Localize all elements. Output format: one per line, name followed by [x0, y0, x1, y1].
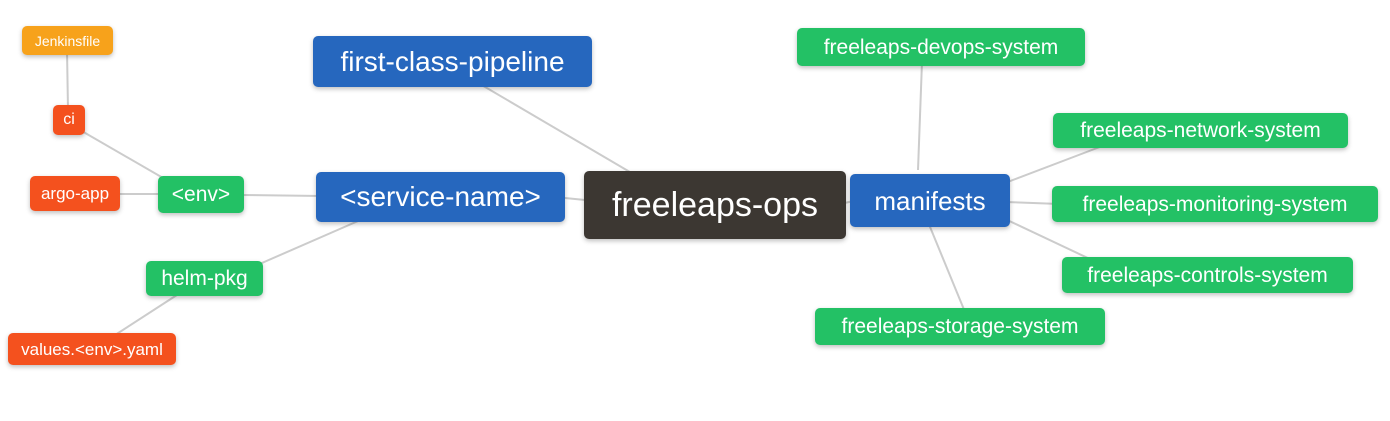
edge-manifests-monitoring-system: [1004, 201, 1061, 205]
node-helm-pkg[interactable]: helm-pkg: [146, 261, 263, 296]
node-freeleaps-controls-system[interactable]: freeleaps-controls-system: [1062, 257, 1353, 293]
edge-ci-env: [79, 129, 171, 183]
node-freeleaps-monitoring-system[interactable]: freeleaps-monitoring-system: [1052, 186, 1378, 222]
edge-manifests-devops-system: [917, 61, 923, 171]
node-service-name[interactable]: <service-name>: [316, 172, 565, 222]
edge-helm-pkg-service-name: [254, 217, 366, 267]
node-freeleaps-devops-system[interactable]: freeleaps-devops-system: [797, 28, 1085, 66]
node-values-env-yaml[interactable]: values.<env>.yaml: [8, 333, 176, 365]
edge-jenkinsfile-ci: [66, 49, 69, 111]
node-first-class-pipeline[interactable]: first-class-pipeline: [313, 36, 592, 87]
node-freeleaps-network-system[interactable]: freeleaps-network-system: [1053, 113, 1348, 148]
node-root-freeleaps-ops[interactable]: freeleaps-ops: [584, 171, 846, 239]
edge-values-helm-pkg: [111, 292, 181, 338]
edge-manifests-network-system: [1004, 144, 1106, 184]
node-env[interactable]: <env>: [158, 176, 244, 213]
node-argo-app[interactable]: argo-app: [30, 176, 120, 211]
edge-manifests-controls-system: [1002, 217, 1093, 261]
edge-env-service-name: [239, 194, 323, 197]
node-ci[interactable]: ci: [53, 105, 85, 135]
edge-first-class-pipeline-ops: [479, 83, 636, 176]
node-jenkinsfile[interactable]: Jenkinsfile: [22, 26, 113, 55]
edge-manifests-storage-system: [927, 221, 966, 313]
node-freeleaps-storage-system[interactable]: freeleaps-storage-system: [815, 308, 1105, 345]
node-manifests[interactable]: manifests: [850, 174, 1010, 227]
